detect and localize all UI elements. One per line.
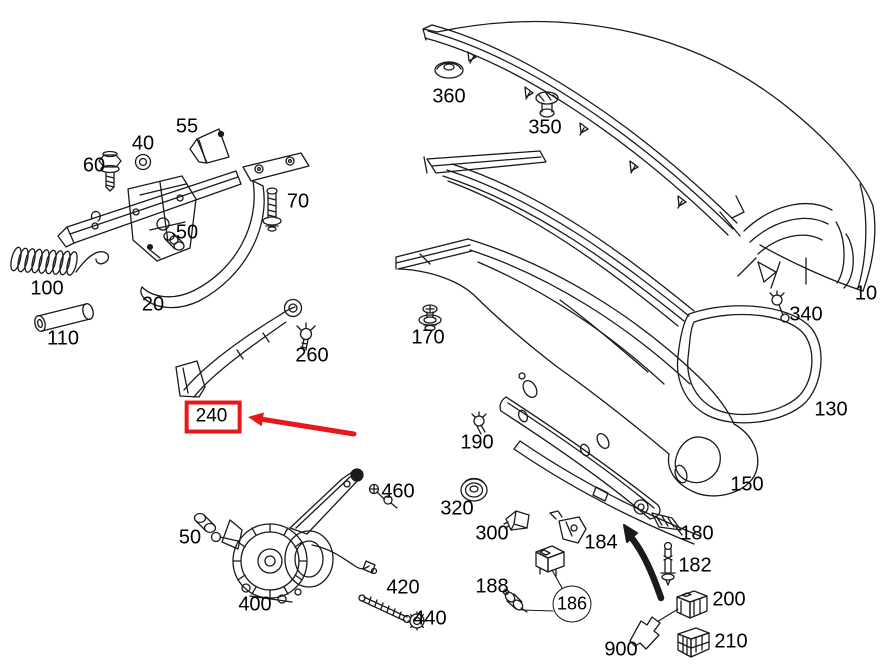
rod-art: [358, 594, 412, 624]
sensor-188-art: [502, 588, 528, 613]
drive-unit-art: [210, 468, 378, 604]
bushing-50-upper-art: [163, 231, 185, 251]
clip-340-art: [769, 290, 790, 323]
clip-300-art: [503, 510, 530, 531]
screws-460-art: [368, 483, 398, 509]
nut-art: [407, 611, 427, 631]
pin-art: [34, 302, 94, 333]
screw-170-art: [418, 304, 442, 332]
washer-40-art: [134, 153, 152, 171]
part-label-400[interactable]: 400: [238, 593, 272, 616]
part-label-460[interactable]: 460: [381, 480, 415, 503]
part-label-60[interactable]: 60: [82, 154, 106, 177]
part-label-240[interactable]: 240: [184, 400, 242, 434]
part-label-186[interactable]: 186: [552, 585, 592, 623]
bolt-60-art: [98, 150, 122, 192]
part-label-440[interactable]: 440: [413, 607, 447, 630]
seal-strip-art: [423, 150, 822, 424]
part-label-182[interactable]: 182: [678, 554, 712, 577]
grommet-360-art: [434, 61, 464, 79]
bolt-70-art: [262, 187, 282, 232]
part-label-260[interactable]: 260: [295, 344, 329, 367]
bushing-50-lower-art: [193, 512, 217, 534]
part-label-40[interactable]: 40: [131, 132, 155, 155]
spring-art: [10, 246, 110, 276]
part-label-170[interactable]: 170: [411, 326, 445, 349]
part-label-200[interactable]: 200: [712, 588, 746, 611]
part-label-110[interactable]: 110: [47, 327, 79, 350]
part-label-130[interactable]: 130: [814, 398, 848, 421]
switch-200-art: [676, 590, 708, 619]
trunk-lid-art: [422, 20, 876, 292]
trim-strip-art: [499, 396, 683, 536]
part-label-420[interactable]: 420: [386, 576, 420, 599]
part-label-190[interactable]: 190: [460, 431, 494, 454]
arm-240-art: [175, 298, 303, 398]
part-label-320[interactable]: 320: [440, 497, 474, 520]
part-label-150[interactable]: 150: [730, 473, 764, 496]
direction-arrow: [623, 524, 665, 602]
part-label-50-lower[interactable]: 50: [178, 526, 202, 549]
part-label-188[interactable]: 188: [475, 575, 509, 598]
hinge-assembly-art: [57, 152, 310, 309]
part-label-55[interactable]: 55: [175, 115, 199, 138]
part-label-340[interactable]: 340: [789, 303, 823, 326]
connector-210-art: [677, 627, 710, 658]
part-label-20[interactable]: 20: [141, 293, 165, 316]
clip-350-art: [535, 91, 559, 118]
part-label-300[interactable]: 300: [475, 522, 509, 545]
part-label-50-upper[interactable]: 50: [175, 221, 199, 244]
part-label-100[interactable]: 100: [30, 277, 64, 300]
direction-marker-900: [629, 616, 661, 650]
pin-182-art: [660, 541, 676, 586]
part-label-900[interactable]: 900: [604, 638, 638, 661]
clip-260-art: [296, 322, 316, 351]
part-label-210[interactable]: 210: [714, 630, 748, 653]
grommet-320-art: [460, 477, 488, 502]
wedge-55-art: [189, 128, 230, 164]
selection-arrow: [248, 412, 357, 437]
part-label-350[interactable]: 350: [528, 116, 562, 139]
clip-190-art: [471, 411, 487, 435]
inner-panel-art: [395, 238, 759, 545]
part-label-10[interactable]: 10: [854, 282, 878, 305]
part-label-70[interactable]: 70: [286, 190, 310, 213]
relay-186-art: [535, 545, 565, 577]
part-label-360[interactable]: 360: [432, 85, 466, 108]
latch-184-art: [549, 510, 587, 544]
part-label-180[interactable]: 180: [680, 522, 714, 545]
part-label-184[interactable]: 184: [584, 531, 618, 554]
